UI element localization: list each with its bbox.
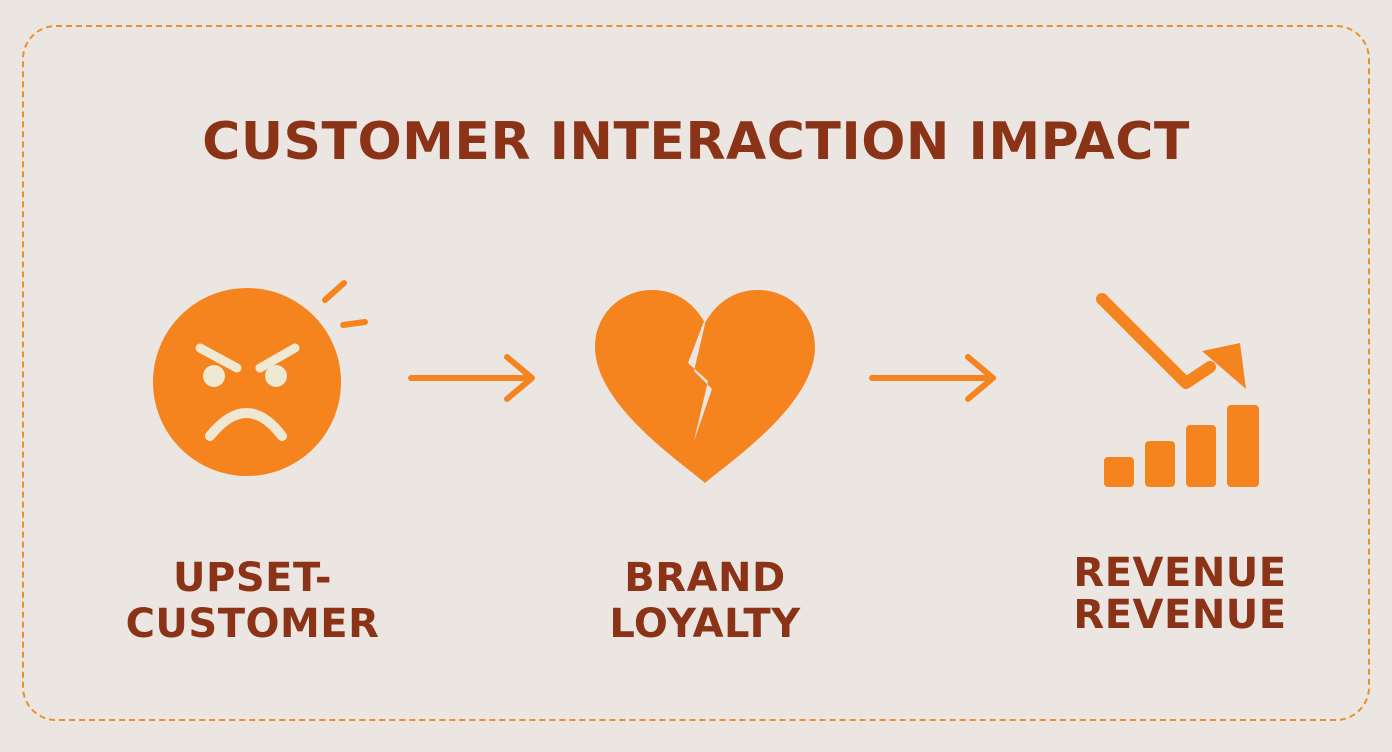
- label-line: BRAND: [624, 555, 786, 601]
- label-line: UPSET-: [173, 555, 332, 601]
- angry-face-icon: [153, 280, 368, 476]
- label-line: REVENUE: [1073, 550, 1287, 596]
- declining-revenue-chart-icon: [1096, 293, 1259, 487]
- broken-heart-icon: [595, 290, 815, 483]
- arrow-right-icon: [408, 354, 535, 402]
- step-label-brand-loyalty: BRAND LOYALTY: [560, 555, 850, 647]
- step-label-revenue: REVENUE REVENUE: [1040, 552, 1320, 636]
- dashed-frame: [22, 25, 1370, 721]
- label-line: LOYALTY: [609, 601, 801, 647]
- diagram-title: CUSTOMER INTERACTION IMPACT: [202, 112, 1190, 172]
- label-line: REVENUE: [1073, 592, 1287, 638]
- label-line: CUSTOMER: [125, 601, 380, 647]
- arrow-right-icon: [869, 354, 996, 402]
- step-label-upset-customer: UPSET- CUSTOMER: [100, 555, 405, 647]
